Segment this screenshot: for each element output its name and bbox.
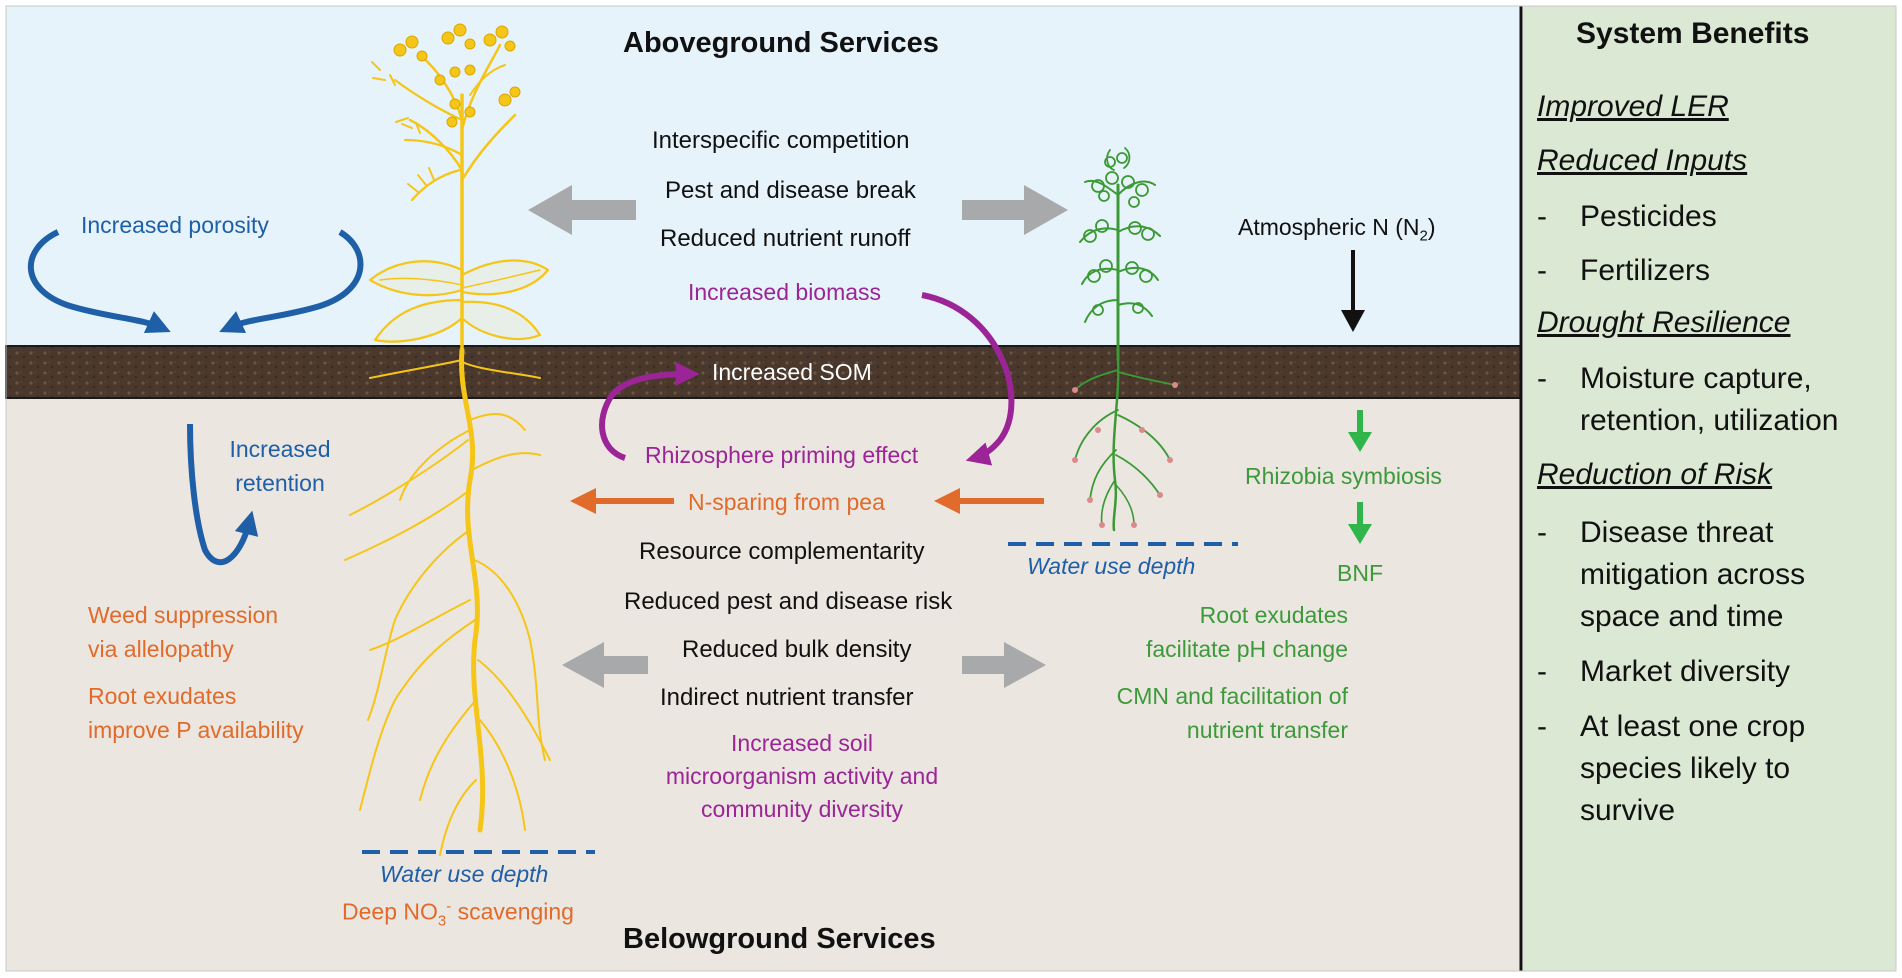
- gray-arrow-above-right: [962, 185, 1068, 235]
- pest-disease-break-label: Pest and disease break: [665, 177, 916, 204]
- disease-item-line1: Disease threat: [1580, 516, 1774, 549]
- rhizobia-arrow: [1348, 410, 1372, 452]
- atmospheric-n-label: Atmospheric N (N2): [1238, 214, 1436, 245]
- improved-ler-heading: Improved LER: [1537, 90, 1729, 123]
- disease-item-line2: mitigation across: [1580, 558, 1806, 591]
- bullet-dash: -: [1537, 655, 1547, 688]
- porosity-right-arrow: [219, 229, 364, 333]
- canola-plant-icon: [344, 23, 551, 856]
- n-sparing-arrow-right: [934, 488, 1044, 514]
- deep-no3-scavenging-label: Deep NO3- scavenging: [342, 898, 574, 930]
- survive-item-line2: species likely to: [1580, 752, 1791, 785]
- topsoil-band: [5, 345, 1522, 399]
- pesticides-item: Pesticides: [1580, 200, 1717, 233]
- soil-layer-background: [6, 398, 1521, 971]
- gray-arrow-above-left: [528, 185, 636, 235]
- reduced-bulk-density-label: Reduced bulk density: [682, 636, 912, 663]
- fertilizers-item: Fertilizers: [1580, 254, 1711, 287]
- bullet-dash: -: [1537, 710, 1547, 743]
- reduction-of-risk-heading: Reduction of Risk: [1537, 458, 1773, 491]
- increased-retention-line1: Increased: [229, 436, 331, 462]
- canola-water-depth-label: Water use depth: [380, 861, 549, 887]
- sidebar-background: [1523, 6, 1896, 971]
- bnf-arrow: [1348, 502, 1372, 544]
- cmn-transfer-line1: CMN and facilitation of: [1116, 683, 1348, 709]
- frame-border: [5, 5, 1897, 972]
- retention-arrow: [187, 423, 259, 566]
- root-exudates-p-line2: improve P availability: [88, 717, 304, 743]
- aboveground-title: Aboveground Services: [623, 27, 939, 59]
- drought-resilience-heading: Drought Resilience: [1537, 306, 1791, 339]
- porosity-left-arrow: [28, 229, 171, 333]
- increased-som-label: Increased SOM: [712, 359, 872, 385]
- moisture-item-line1: Moisture capture,: [1580, 362, 1812, 395]
- increased-biomass-label: Increased biomass: [688, 279, 882, 305]
- moisture-item-line2: retention, utilization: [1580, 404, 1839, 437]
- root-exudates-ph-line2: facilitate pH change: [1145, 636, 1348, 662]
- resource-complementarity-label: Resource complementarity: [639, 538, 925, 565]
- bullet-dash: -: [1537, 200, 1547, 233]
- reduced-runoff-label: Reduced nutrient runoff: [660, 225, 911, 252]
- gray-arrow-below-right: [962, 642, 1046, 688]
- reduced-inputs-heading: Reduced Inputs: [1537, 144, 1748, 177]
- increased-retention-line2: retention: [235, 470, 325, 496]
- increased-porosity-label: Increased porosity: [81, 212, 269, 238]
- market-diversity-item: Market diversity: [1580, 655, 1791, 688]
- bullet-dash: -: [1537, 254, 1547, 287]
- disease-item-line3: space and time: [1580, 600, 1784, 633]
- bullet-dash: -: [1537, 516, 1547, 549]
- belowground-title: Belowground Services: [623, 923, 936, 955]
- pea-water-depth-label: Water use depth: [1027, 553, 1196, 579]
- priming-to-som-arrow: [599, 362, 700, 461]
- n-sparing-label: N-sparing from pea: [688, 489, 885, 515]
- biomass-to-priming-arrow: [921, 292, 1015, 466]
- rhizobia-symbiosis-label: Rhizobia symbiosis: [1245, 463, 1442, 489]
- cmn-transfer-line2: nutrient transfer: [1186, 717, 1348, 743]
- rhizosphere-priming-label: Rhizosphere priming effect: [645, 442, 919, 468]
- reduced-pest-risk-label: Reduced pest and disease risk: [624, 588, 953, 615]
- soil-microorganism-line2: microorganism activity and: [665, 763, 939, 789]
- sidebar-title: System Benefits: [1576, 17, 1810, 50]
- sky-background: [6, 6, 1521, 346]
- root-exudates-ph-line1: Root exudates: [1199, 602, 1348, 628]
- soil-microorganism-line3: community diversity: [701, 796, 903, 822]
- weed-suppression-line1: Weed suppression: [88, 602, 279, 628]
- gray-arrow-below-left: [562, 642, 648, 688]
- survive-item-line1: At least one crop: [1580, 710, 1806, 743]
- pea-plant-icon: [1072, 147, 1178, 532]
- bnf-label: BNF: [1337, 560, 1383, 586]
- weed-suppression-line2: via allelopathy: [88, 636, 234, 662]
- interspecific-competition-label: Interspecific competition: [652, 127, 910, 154]
- indirect-nutrient-transfer-label: Indirect nutrient transfer: [660, 684, 914, 711]
- soil-microorganism-line1: Increased soil: [731, 730, 873, 756]
- root-exudates-p-line1: Root exudates: [88, 683, 237, 709]
- bullet-dash: -: [1537, 362, 1547, 395]
- n-sparing-arrow-left: [570, 488, 674, 514]
- atmospheric-n-arrow: [1341, 250, 1365, 332]
- survive-item-line3: survive: [1580, 794, 1676, 827]
